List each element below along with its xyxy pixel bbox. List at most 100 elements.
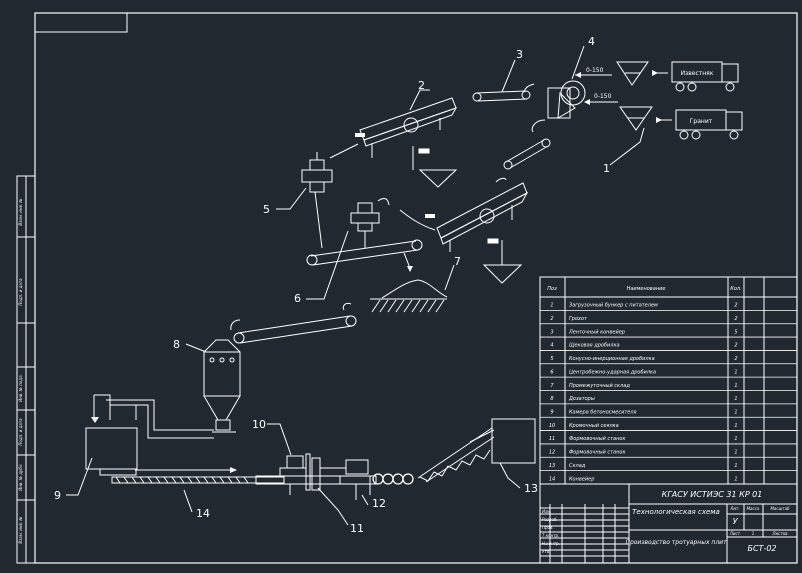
side-label-5: Инв. № дубл. (18, 463, 23, 490)
spec-row-pos: 13 (549, 463, 555, 469)
spec-row-name: Конусно-инерционная дробилка (569, 356, 655, 362)
title-block-col-scale: Масштаб (770, 506, 790, 511)
spec-header-name: Наименование (627, 286, 666, 292)
title-block (539, 483, 798, 564)
spec-row-qty: 2 (734, 303, 737, 309)
title-block-subtitle: Производство тротуарных плит (625, 539, 727, 546)
left-side-stamp (16, 175, 36, 564)
spec-row-pos: 7 (550, 383, 554, 389)
forming-machines (255, 453, 377, 500)
spec-row-name: Формовочный станок (569, 450, 625, 456)
callout-10: 10 (252, 418, 266, 431)
title-block-col-mass: Масса (747, 506, 760, 511)
spec-row-qty: 1 (734, 463, 737, 469)
callout-14: 14 (196, 507, 210, 520)
callout-8: 8 (173, 338, 180, 351)
spec-row-pos: 12 (549, 450, 555, 456)
side-label-4: Подп. и дата (18, 418, 23, 446)
spec-row-name: Конвейер (569, 476, 594, 482)
spec-header-pos: Поз (547, 286, 557, 292)
drawing-frame (34, 12, 798, 564)
spec-row-qty: 1 (734, 369, 737, 375)
spec-row-pos: 3 (550, 329, 553, 335)
spec-row-qty: 2 (734, 316, 737, 322)
spec-row-name: Дозаторы (568, 396, 595, 402)
spec-row-name: Грохот (569, 316, 588, 322)
title-block-rows: Изм. Разраб. Пров. Т.контр. Н.контр. Утв. (542, 509, 560, 554)
screw-conveyor (111, 469, 285, 484)
truck-label-granite: Гранит (690, 118, 713, 125)
spec-row-pos: 5 (550, 356, 553, 362)
spec-row-pos: 1 (550, 303, 553, 309)
spec-row-pos: 2 (550, 316, 553, 322)
intermediate-stockpile (370, 279, 448, 313)
callout-7: 7 (454, 255, 461, 268)
title-block-sheets: Листов (772, 531, 789, 536)
truck-granite (675, 109, 743, 140)
spec-row-name: Формовочный станок (569, 436, 625, 442)
loading-hopper-1 (616, 61, 672, 131)
title-block-sheet-code: БСТ-02 (747, 544, 776, 553)
warehouse-13 (491, 418, 536, 464)
spec-row-pos: 6 (550, 369, 553, 375)
spec-row-name: Промежуточный склад (569, 383, 630, 389)
title-block-row-label: Пров. (542, 525, 554, 530)
spec-row-qty: 1 (734, 450, 737, 456)
spec-row-qty: 1 (734, 409, 737, 415)
size-label-2: 0-150 (594, 93, 612, 100)
callout-leaders (66, 45, 645, 526)
title-block-sheet-no: 1 (752, 531, 755, 536)
belt-conveyor-long (233, 315, 357, 344)
truss-conveyor (417, 427, 495, 483)
spec-row-pos: 11 (549, 436, 555, 442)
title-block-row-label: Изм. (542, 509, 551, 514)
side-label-2: Подп. и дата (18, 278, 23, 306)
supply-pipes (93, 394, 214, 439)
title-block-row-label: Т.контр. (542, 533, 559, 538)
title-block-col-stage: Лит. (729, 506, 739, 511)
vibrating-screen-lower (436, 182, 529, 252)
spec-row-qty: 2 (734, 343, 737, 349)
belt-conveyor-middle (306, 239, 423, 266)
callout-12: 12 (372, 497, 386, 510)
spec-header-qty: Кол. (730, 286, 741, 292)
title-block-row-label: Н.контр. (542, 541, 560, 546)
truck-label-limestone: Известняк (681, 70, 714, 77)
spec-row-name: Кромочный сеялка (569, 423, 619, 429)
dosing-silo (203, 339, 241, 433)
callout-13: 13 (524, 482, 538, 495)
side-label-6: Взам. инв. № (18, 516, 23, 543)
belt-conveyor-top (472, 90, 531, 102)
spec-row-qty: 1 (734, 396, 737, 402)
spec-row-qty: 1 (734, 423, 737, 429)
spec-row-qty: 5 (734, 329, 737, 335)
frame-stamp-topleft (34, 12, 128, 33)
callout-9: 9 (54, 489, 61, 502)
title-block-row-label: Утв. (542, 549, 550, 554)
spec-row-pos: 14 (549, 476, 555, 482)
spec-row-pos: 10 (549, 423, 555, 429)
callout-11: 11 (350, 522, 364, 535)
spec-row-qty: 1 (734, 476, 737, 482)
spec-row-qty: 1 (734, 436, 737, 442)
spec-row-name: Загрузочный бункер с питателем (569, 303, 658, 309)
side-label-1: Взам. инв. № (18, 198, 23, 225)
callout-6: 6 (294, 292, 301, 305)
side-label-3: Инв. № подл. (18, 374, 23, 402)
spec-row-name: Склад (569, 463, 586, 469)
spec-row-qty: 1 (734, 383, 737, 389)
title-block-row-label: Разраб. (542, 517, 558, 522)
spec-row-name: Камера бетоносмесителя (569, 409, 637, 415)
spec-row-qty: 2 (734, 356, 737, 362)
spec-row-name: Центробежно-ударная дробилка (569, 369, 656, 375)
title-block-stage-letter: У (733, 517, 739, 526)
belt-conveyor-incline (503, 138, 551, 170)
title-block-sheet: Лист (729, 531, 741, 536)
truck-limestone (671, 61, 739, 92)
spec-row-pos: 8 (550, 396, 553, 402)
callout-2: 2 (418, 79, 425, 92)
callout-1: 1 (603, 162, 610, 175)
